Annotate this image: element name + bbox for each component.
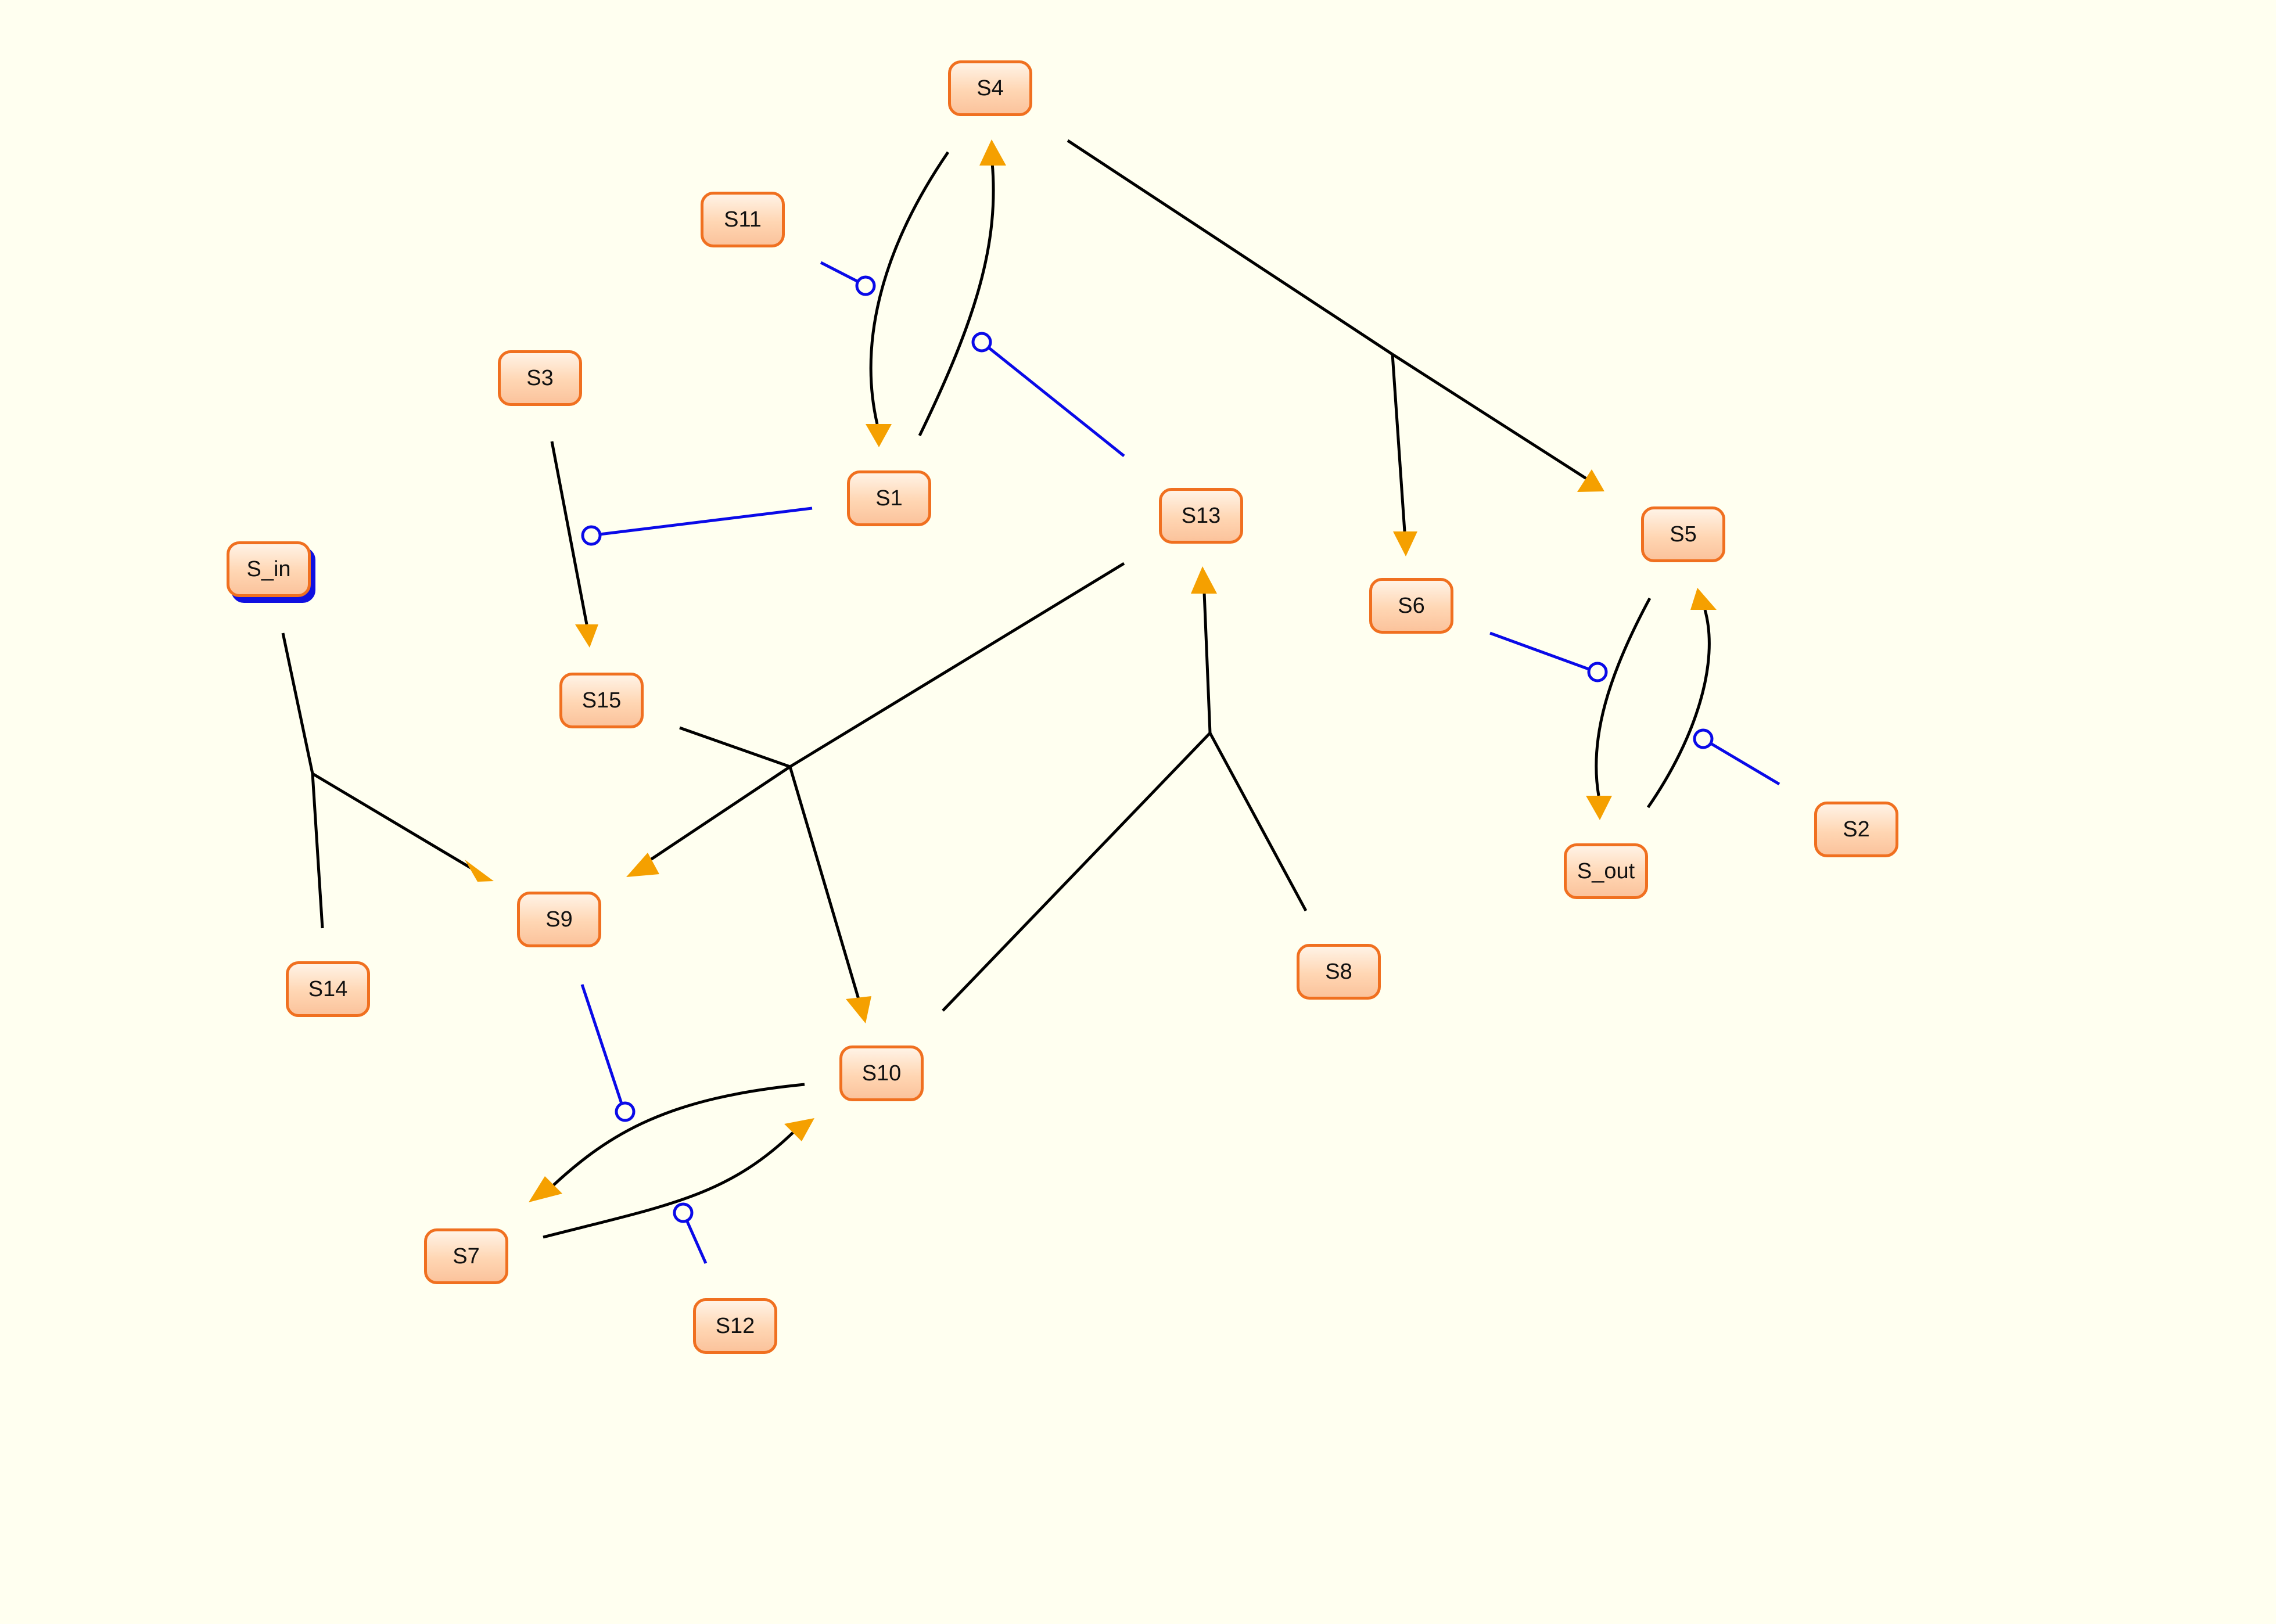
edge-junction-to-s6 — [1391, 354, 1406, 532]
edge-s3-to-s15 — [550, 441, 588, 625]
node-s11[interactable]: S11 — [701, 192, 785, 247]
node-s10[interactable]: S10 — [839, 1045, 924, 1101]
node-s9[interactable]: S9 — [517, 892, 601, 947]
node-s_out[interactable]: S_out — [1564, 843, 1648, 899]
edge-s10-to-junction — [942, 732, 1211, 1012]
edge-junction-to-s9-left — [311, 772, 478, 873]
inhibit-end-s9 — [615, 1101, 636, 1122]
node-s_in[interactable]: S_in — [227, 541, 311, 597]
edge-s4-to-s1 — [869, 151, 950, 425]
edge-s1-to-s4 — [918, 162, 995, 437]
arrowhead-s1-top — [866, 424, 892, 447]
edge-s14-to-junction — [311, 773, 324, 929]
node-s6[interactable]: S6 — [1369, 578, 1453, 634]
arrowhead-s13 — [1191, 566, 1217, 594]
arrowhead-s6 — [1393, 531, 1417, 556]
inhibit-end-s13 — [971, 332, 992, 353]
node-s4[interactable]: S4 — [948, 60, 1032, 116]
edge-s13-to-junction — [789, 562, 1125, 768]
node-s13[interactable]: S13 — [1159, 488, 1243, 544]
edge-s7-to-s10 — [543, 1131, 794, 1239]
node-s12[interactable]: S12 — [693, 1298, 777, 1354]
inhibit-end-s1 — [581, 525, 602, 546]
edge-s12-inhibit — [685, 1220, 708, 1264]
edge-s5-to-s_out — [1595, 597, 1652, 796]
edge-junction-to-s10 — [788, 766, 860, 1000]
edge-s8-to-junction — [1208, 732, 1308, 912]
arrowhead-s7 — [529, 1176, 562, 1202]
edge-s15-to-junction — [679, 726, 791, 768]
edge-s_in-to-junction — [281, 633, 314, 774]
edge-s4-to-junction — [1067, 139, 1394, 356]
node-s7[interactable]: S7 — [424, 1228, 508, 1284]
node-s15[interactable]: S15 — [559, 673, 644, 728]
edge-s_out-to-s5 — [1646, 609, 1711, 809]
node-s3[interactable]: S3 — [498, 350, 582, 406]
arrowhead-s5-bottom — [1690, 588, 1717, 610]
inhibit-end-s11 — [855, 275, 876, 296]
node-s5[interactable]: S5 — [1641, 506, 1725, 562]
edge-junction-to-s13 — [1202, 592, 1212, 734]
inhibit-end-s12 — [673, 1202, 694, 1223]
inhibit-end-s2 — [1693, 728, 1714, 749]
edge-junction-to-s9 — [641, 765, 791, 867]
arrowhead-s4-bottom — [979, 139, 1006, 166]
node-s1[interactable]: S1 — [847, 470, 931, 526]
edge-s13-inhibit — [986, 346, 1125, 457]
edge-s6-inhibit — [1489, 631, 1589, 671]
arrowhead-s_out — [1586, 796, 1612, 820]
arrowhead-s10 — [846, 996, 871, 1023]
arrowhead-s5 — [1577, 469, 1604, 492]
edge-s10-to-s7 — [551, 1083, 805, 1188]
node-s14[interactable]: S14 — [286, 961, 370, 1017]
node-s2[interactable]: S2 — [1814, 802, 1898, 857]
arrowhead-s9 — [626, 853, 659, 877]
edge-s9-inhibit — [580, 984, 623, 1104]
edge-s2-inhibit — [1710, 742, 1780, 786]
arrowhead-s10-left — [784, 1118, 814, 1141]
node-s8[interactable]: S8 — [1297, 944, 1381, 1000]
arrowhead-s15 — [575, 624, 598, 648]
inhibit-end-s6 — [1587, 662, 1608, 682]
edge-s1-inhibit — [599, 506, 813, 536]
arrowhead-s9-left — [465, 860, 494, 882]
edge-junction-to-s5 — [1391, 353, 1597, 487]
